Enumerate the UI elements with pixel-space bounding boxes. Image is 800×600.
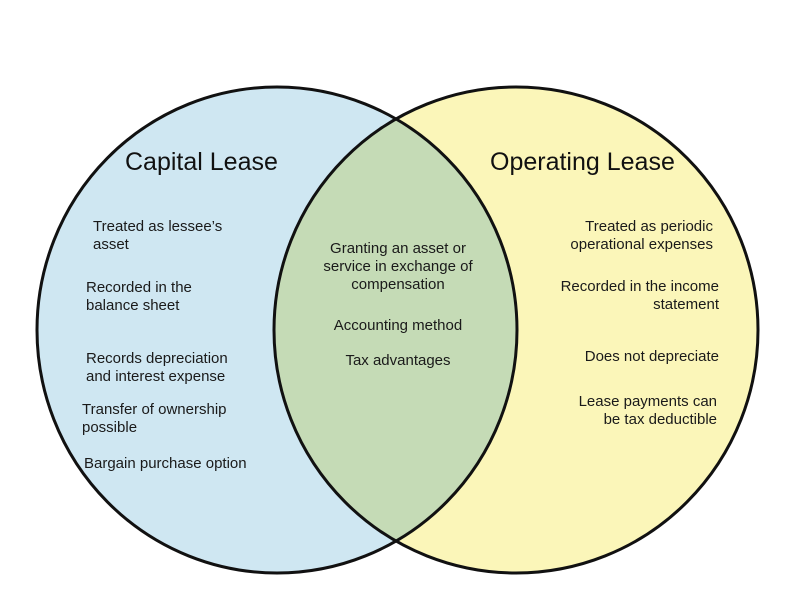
operating-lease-title: Operating Lease [490, 148, 675, 176]
overlap-item-accounting: Accounting method [333, 317, 463, 334]
capital-lease-title: Capital Lease [125, 148, 278, 176]
operating-lease-outline [272, 85, 760, 575]
capital-lease-outline [35, 85, 519, 575]
capital-item-bargain: Bargain purchase option [84, 455, 247, 472]
operating-item-no-depreciation: Does not depreciate [584, 348, 719, 365]
overlap-item-tax: Tax advantages [345, 352, 451, 369]
